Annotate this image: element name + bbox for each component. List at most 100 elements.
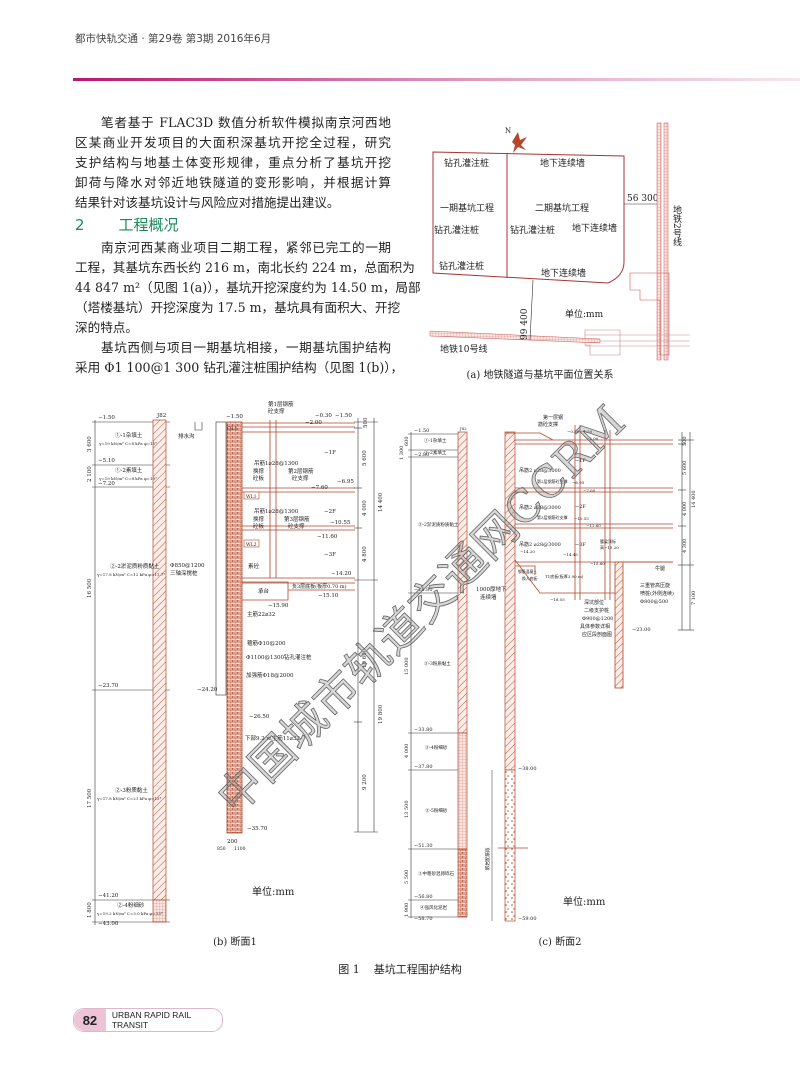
dimension-label: 4 800 xyxy=(362,546,368,562)
elevation-label: −15.10 xyxy=(318,593,339,599)
elevation-label: −2.80 xyxy=(414,452,429,458)
elevation-label: −15.60 xyxy=(590,561,605,566)
drawing-note: 二级支护桩 xyxy=(584,607,609,614)
section-title: 工程概况 xyxy=(118,216,179,234)
elevation-label: −0.30 xyxy=(315,413,332,419)
floor-label: −3F xyxy=(324,552,336,558)
elevation-label: −0.30 xyxy=(567,429,580,434)
text-line: 深的特点。 xyxy=(75,320,138,335)
dimension-label: 500 xyxy=(682,436,688,446)
soil-layer-label: ④强风化泥岩 xyxy=(420,904,447,911)
drawing-note: 砼支撑 xyxy=(288,522,305,530)
dimension-label: 13 500 xyxy=(404,801,410,819)
drawing-note: 第2层钢筋 xyxy=(288,467,314,475)
unit-label: 单位:mm xyxy=(565,308,604,320)
dimension-east: 56 300 xyxy=(627,194,659,204)
drawing-note: Φ850@1200 xyxy=(170,562,205,569)
text-line: 44 847 m²（见图 1(a)），基坑开挖深度约为 14.50 m，局部 xyxy=(75,280,421,295)
section-number: 2 xyxy=(75,216,85,234)
figure-a-caption: (a) 地铁隧道与基坑平面位置关系 xyxy=(466,370,614,381)
drawing-note: WL1 xyxy=(246,494,257,500)
text-line: 采用 Φ1 100@1 300 钻孔灌注桩围护结构（见图 1(b)）， xyxy=(75,360,404,375)
elevation-label: −23.00 xyxy=(632,627,651,633)
drawing-note: 三轴深搅桩 xyxy=(170,569,198,577)
plan-label: 钻孔灌注桩 xyxy=(434,224,479,236)
elevation-label: −1.50 xyxy=(226,414,243,420)
drawing-note: 加强筋Φ18@2000 xyxy=(246,671,294,679)
elevation-label: −59.00 xyxy=(518,916,537,922)
dimension-label: 16 500 xyxy=(87,578,93,598)
drawing-note: 第一层钢 xyxy=(543,414,563,421)
drawing-note: 连续墙 xyxy=(480,593,497,601)
drawing-note: 200 xyxy=(227,839,238,845)
header-rule xyxy=(73,78,800,81)
dimension-label: 7 100 xyxy=(691,591,697,605)
drawing-note: 第3层钢筋砼支撑 xyxy=(537,514,568,520)
plan-label: 钻孔灌注桩 xyxy=(510,224,555,236)
figure-b-section-1: −1.50 −5.10 −7.20 −23.70 −41.20 −43.00 3… xyxy=(87,400,384,927)
page-footer: 82 URBAN RAPID RAIL TRANSIT xyxy=(73,1008,223,1032)
drawing-note: 高−15.20 xyxy=(600,544,619,550)
drawing-note: Φ800@500 xyxy=(640,598,668,605)
elevation-label: −41.20 xyxy=(98,893,119,899)
drawing-note: T1底板(板厚3.90 m) xyxy=(545,573,584,579)
elevation-label: −7.20 xyxy=(98,481,115,487)
dimension-label: 4 000 xyxy=(404,744,410,758)
soil-layer-label: ①-2素填土 xyxy=(424,449,447,456)
elevation-label: −10.55 xyxy=(574,516,589,521)
drawing-note: 吊筋2 ⌀28@3000 xyxy=(519,541,561,548)
elevation-label: −1.50 xyxy=(98,415,115,421)
drawing-note: 850 xyxy=(217,846,226,852)
plan-label: 二期基坑工程 xyxy=(535,202,589,214)
soil-layer-label: ②-5粉细砂 xyxy=(425,807,448,814)
drawing-note: 吊筋2 ⌀28@3000 xyxy=(519,504,561,511)
elevation-label: −6.95 xyxy=(572,480,585,485)
running-header: 都市快轨交通 · 第29卷 第3期 2016年6月 xyxy=(75,33,272,45)
drawing-note: 砼支撑 xyxy=(292,474,309,482)
text-line: 结果针对该基坑设计与风险应对措施提出建议。 xyxy=(75,195,340,210)
text-line: 区某商业开发项目的大面积深基坑开挖全过程，研究 xyxy=(75,135,391,150)
unit-label: 单位:mm xyxy=(563,895,606,908)
plan-label: 一期基坑工程 xyxy=(440,202,494,214)
floor-label: −1F xyxy=(575,458,586,464)
drawing-note: 1100 xyxy=(234,846,246,852)
elevation-label: −24.20 xyxy=(197,687,218,693)
dimension-label: 14 400 xyxy=(378,492,384,512)
drawing-note: 深坑部位 xyxy=(584,599,604,606)
drawing-note: Φ900@1200 xyxy=(582,615,613,622)
figure-b-caption: (b) 断面1 xyxy=(213,937,257,948)
rock-socket-segment xyxy=(504,769,516,922)
drawing-note: 第3层钢筋 xyxy=(284,515,310,523)
drawing-note: 应区段剖面图 xyxy=(582,631,612,638)
dimension-label: 15 000 xyxy=(404,658,410,676)
elevation-label: −37.80 xyxy=(414,764,433,770)
drawing-note: 换撑 xyxy=(253,467,265,475)
dimension-label: 500 xyxy=(363,417,369,428)
dimension-label: 3 600 xyxy=(87,436,93,452)
elevation-label: −18.55 xyxy=(550,597,565,602)
drawing-note: 筋砼支撑 xyxy=(538,421,558,428)
drawing-note: 排水沟 xyxy=(178,432,195,440)
dimension-label: 1 900 xyxy=(404,903,410,917)
soil-layer-label: ②-4粉细砂 xyxy=(425,744,448,751)
drawing-note: 换撑 xyxy=(253,515,265,523)
drawing-note: 下部9.2 m主筋11⌀32 xyxy=(245,734,300,742)
soil-layer-label: ②-2淤泥质粉质黏土 xyxy=(418,521,459,528)
dimension-label: 4 000 xyxy=(362,500,368,516)
drawing-note: 三重管高压旋 xyxy=(640,582,670,589)
soil-layer-label: ③中粗砂混卵砾石 xyxy=(418,870,454,877)
plan-label: 地下连续墙 xyxy=(541,267,586,279)
text-line: 基坑西侧与项目一期基坑相接，一期基坑围护结构 xyxy=(101,340,391,355)
drawing-note: 嵌岩配筋段 xyxy=(484,847,491,870)
figure-title-text: 基坑工程围护结构 xyxy=(373,963,462,976)
figure-number: 图 1 xyxy=(338,963,360,976)
elevation-label: −1.50 xyxy=(580,429,593,434)
metro-line-2 xyxy=(584,122,690,361)
elevation-label: −7.60 xyxy=(583,488,596,493)
drawing-note: 砼板 xyxy=(253,474,265,482)
dimension-label: 5 500 xyxy=(404,870,410,884)
north-label: N xyxy=(505,127,511,135)
dimension-label: 4 000 xyxy=(682,502,688,516)
text-line: 笔者基于 FLAC3D 数值分析软件模拟南京河西地 xyxy=(101,115,391,130)
text-line: 南京河西某商业项目二期工程，紧邻已完工的一期 xyxy=(101,240,391,255)
